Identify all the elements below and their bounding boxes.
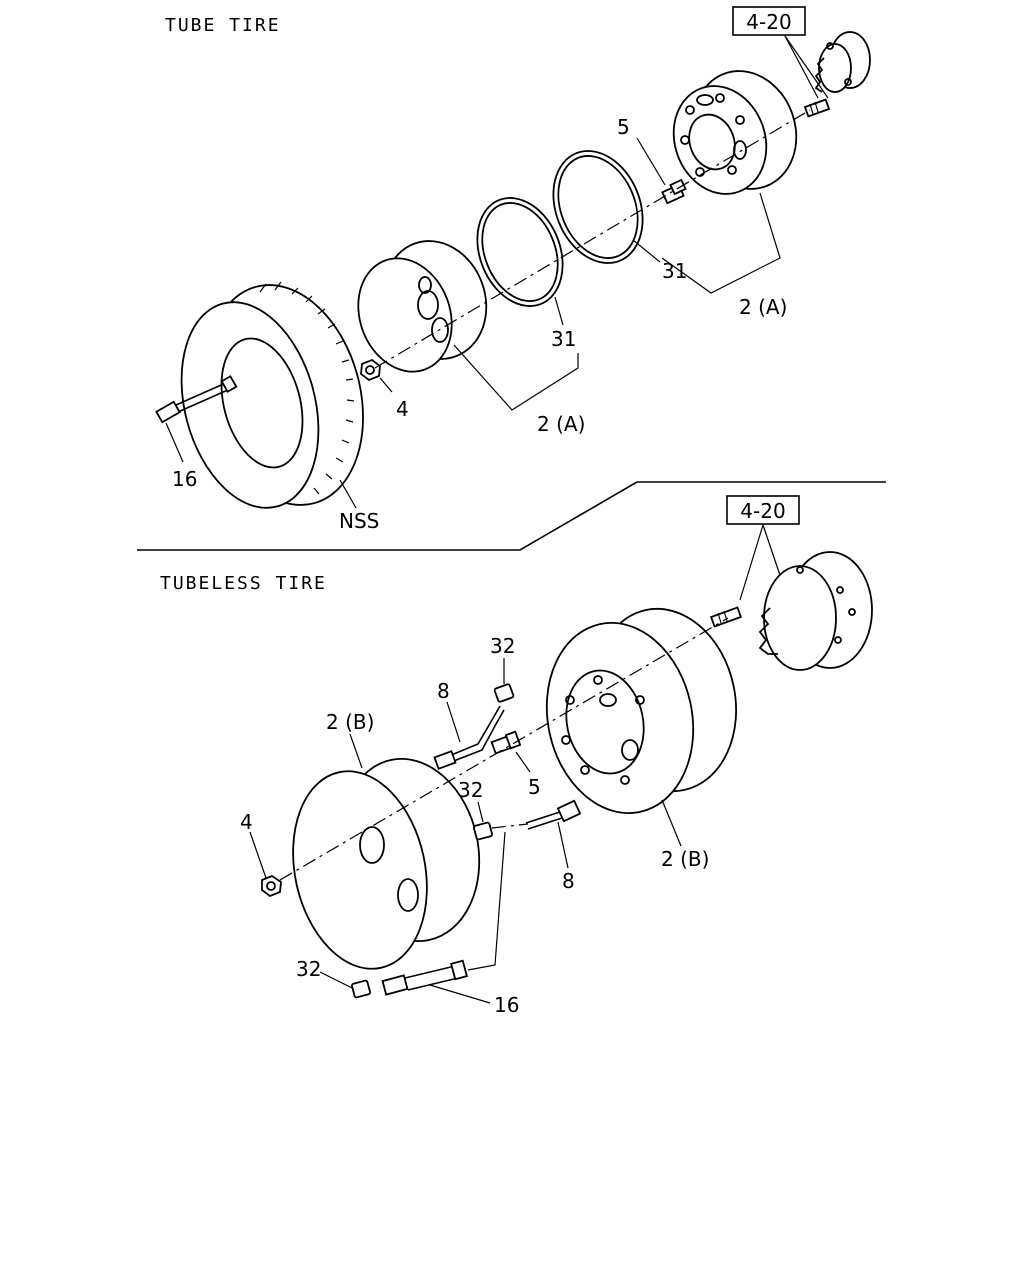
valve-stem-16 — [381, 959, 468, 996]
label-part-31: 31 — [662, 259, 687, 283]
label-part-32: 32 — [490, 634, 515, 658]
wheel-disc-2b-rear — [545, 607, 737, 814]
wheel-hub — [758, 551, 873, 671]
label-part-2b: 2 (B) — [326, 710, 374, 734]
leader-line — [515, 751, 531, 773]
leader-line — [453, 344, 579, 411]
tube-valve-16 — [155, 375, 238, 424]
valve-stem-5 — [661, 178, 687, 205]
valve-extension-8 — [433, 705, 505, 770]
tube-tire-title: TUBE TIRE — [165, 15, 281, 36]
tire-nss — [180, 281, 364, 509]
reference-label: 4-20 — [740, 499, 785, 523]
leader-line — [379, 377, 393, 393]
assembly-axis — [491, 823, 529, 829]
leader-line — [165, 422, 184, 463]
label-part-16: 16 — [494, 993, 519, 1017]
label-part-4: 4 — [240, 810, 253, 834]
wheel-nut-4 — [261, 874, 282, 898]
lock-ring-31-right — [552, 150, 644, 264]
leader-line — [661, 192, 781, 294]
reference-box-tubeless[interactable]: 4-20 — [726, 495, 800, 525]
label-part-31: 31 — [551, 327, 576, 351]
leader-line — [632, 239, 661, 263]
leader-line — [557, 821, 569, 869]
reference-box-tube[interactable]: 4-20 — [732, 6, 806, 36]
label-part-5: 5 — [528, 775, 541, 799]
wheel-rim-2a-front — [357, 240, 488, 373]
label-part-5: 5 — [617, 115, 630, 139]
leader-line — [554, 296, 564, 326]
wheel-disc-2a-rear — [672, 70, 798, 195]
wheel-hub — [814, 31, 871, 93]
label-part-2a: 2 (A) — [537, 412, 585, 436]
leader-line — [446, 701, 461, 743]
hub-bolt — [803, 98, 831, 118]
leader-line — [784, 35, 829, 99]
valve-stem-5 — [490, 730, 522, 755]
leader-line — [739, 524, 764, 601]
valve-cap-32 — [473, 821, 493, 841]
valve-cap-32 — [351, 979, 371, 999]
leader-line — [319, 971, 353, 989]
leader-line — [249, 831, 267, 879]
assembly-axis — [374, 109, 811, 369]
leader-line — [661, 799, 682, 847]
assembly-axis — [279, 617, 729, 881]
leader-line — [349, 733, 363, 769]
leader-line — [467, 831, 506, 971]
label-part-8: 8 — [562, 869, 575, 893]
section-divider — [137, 481, 886, 551]
label-part-32: 32 — [296, 957, 321, 981]
label-part-4: 4 — [396, 397, 409, 421]
leader-line — [339, 479, 357, 509]
valve-cap-32 — [493, 683, 515, 703]
label-part-8: 8 — [437, 679, 450, 703]
reference-label: 4-20 — [746, 10, 791, 34]
leader-line — [477, 801, 484, 823]
label-part-2a: 2 (A) — [739, 295, 787, 319]
leader-line — [429, 984, 491, 1004]
valve-extension-8 — [525, 799, 582, 830]
label-part-2b: 2 (B) — [661, 847, 709, 871]
lock-ring-31-left — [476, 197, 564, 307]
tubeless-tire-title: TUBELESS TIRE — [160, 573, 327, 594]
leader-line — [784, 35, 819, 99]
label-part-32: 32 — [458, 778, 483, 802]
leader-line — [636, 137, 666, 186]
label-part-16: 16 — [172, 467, 197, 491]
hub-bolt — [709, 606, 743, 628]
wheel-nut-4 — [360, 358, 381, 382]
label-nss: NSS — [339, 509, 379, 533]
